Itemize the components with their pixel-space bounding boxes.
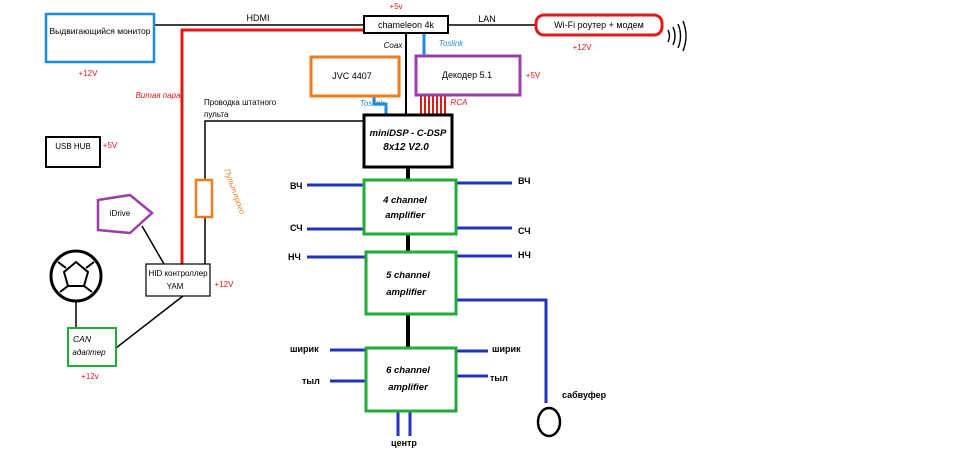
toslink-cable-jvc: [372, 96, 388, 115]
hid-block: [145, 263, 211, 297]
minidsp-label-1: miniDSP - C-DSP: [370, 128, 447, 139]
toslink-jvc-label: Toslink: [360, 99, 386, 108]
speaker-low-left: НЧ: [288, 252, 301, 262]
amp-4ch-block: [362, 178, 458, 236]
stock-remote-wiring: [204, 120, 364, 180]
power-decoder: +5V: [526, 71, 541, 80]
idrive-link: [141, 225, 165, 265]
can-label-2: адаптер: [72, 348, 106, 357]
twisted-pair-cable: [180, 28, 364, 264]
lan-label: LAN: [478, 14, 496, 24]
amp-5ch-label-2: amplifier: [386, 287, 427, 298]
speaker-subwoofer: сабвуфер: [562, 390, 607, 400]
speaker-rear-right: тыл: [490, 373, 508, 383]
subwoofer-icon: [536, 406, 562, 438]
hid-label-2: YAM: [167, 282, 184, 291]
monitor-block: [44, 12, 156, 64]
speaker-wide-right: ширик: [492, 344, 521, 354]
can-label-1: CAN: [73, 334, 92, 344]
rca-cables: [420, 95, 446, 115]
rca-label: RCA: [451, 98, 468, 107]
toslink-top-label: Toslink: [439, 39, 465, 48]
amp-6ch-label-1: 6 channel: [386, 365, 430, 376]
amp-4ch-label-1: 4 channel: [382, 195, 427, 206]
chameleon-label: chameleon 4k: [378, 20, 435, 30]
stock-wiring-label-1: Проводка штатного: [204, 98, 277, 107]
power-hid: +12V: [215, 280, 235, 289]
speaker-hf-right: ВЧ: [518, 176, 530, 186]
router-label: Wi-Fi роутер + модем: [554, 20, 644, 30]
steering-wheel-icon: [49, 249, 103, 303]
minidsp-label-2: 8x12 V2.0: [383, 142, 429, 153]
speaker-wires: [307, 181, 548, 436]
remote-label-2: прого: [231, 192, 247, 216]
hid-label-1: HID контроллер: [148, 269, 208, 278]
power-router: +12V: [573, 43, 593, 52]
speaker-mid-left: СЧ: [290, 223, 303, 233]
stock-wiring-label-2: пульта: [204, 110, 229, 119]
remote-label-1: Пульт: [222, 168, 239, 195]
jvc-block: [309, 55, 401, 98]
speaker-mid-right: СЧ: [518, 226, 531, 236]
amp-5ch-block: [364, 250, 458, 316]
idrive-block: [96, 193, 154, 235]
hdmi-label: HDMI: [247, 13, 270, 23]
usb-hub-block: [45, 136, 101, 168]
wifi-signal-icon: [667, 20, 687, 52]
jvc-label: JVC 4407: [332, 71, 372, 81]
usb-hub-label: USB HUB: [55, 142, 91, 151]
speaker-rear-left: тыл: [302, 376, 320, 386]
minidsp-block: [362, 113, 454, 169]
speaker-wide-left: ширик: [290, 344, 319, 354]
coax-label: Coax: [384, 41, 404, 50]
amp-6ch-label-2: amplifier: [388, 382, 429, 393]
speaker-low-right: НЧ: [518, 250, 531, 260]
chameleon-block: [363, 15, 449, 34]
amp-5ch-label-1: 5 channel: [386, 270, 430, 281]
decoder-label: Декодер 5.1: [442, 70, 492, 80]
can-block: [67, 327, 117, 367]
amp-4ch-label-2: amplifier: [385, 210, 426, 221]
speaker-center: центр: [391, 438, 417, 448]
idrive-label: iDrive: [110, 209, 131, 218]
monitor-label: Выдвигающийся монитор: [50, 26, 151, 36]
power-usb-hub: +5V: [103, 141, 118, 150]
power-chameleon: +5v: [389, 2, 402, 11]
power-can: +12v: [81, 372, 99, 381]
router-block: [534, 13, 664, 37]
amp-6ch-block: [364, 346, 458, 413]
remote-block: [194, 178, 214, 219]
power-monitor: +12V: [79, 69, 99, 78]
hid-can-link: [115, 295, 184, 349]
decoder-block: [414, 54, 522, 97]
twisted-pair-label: Витая пара: [135, 91, 181, 100]
speaker-hf-left: ВЧ: [290, 181, 302, 191]
